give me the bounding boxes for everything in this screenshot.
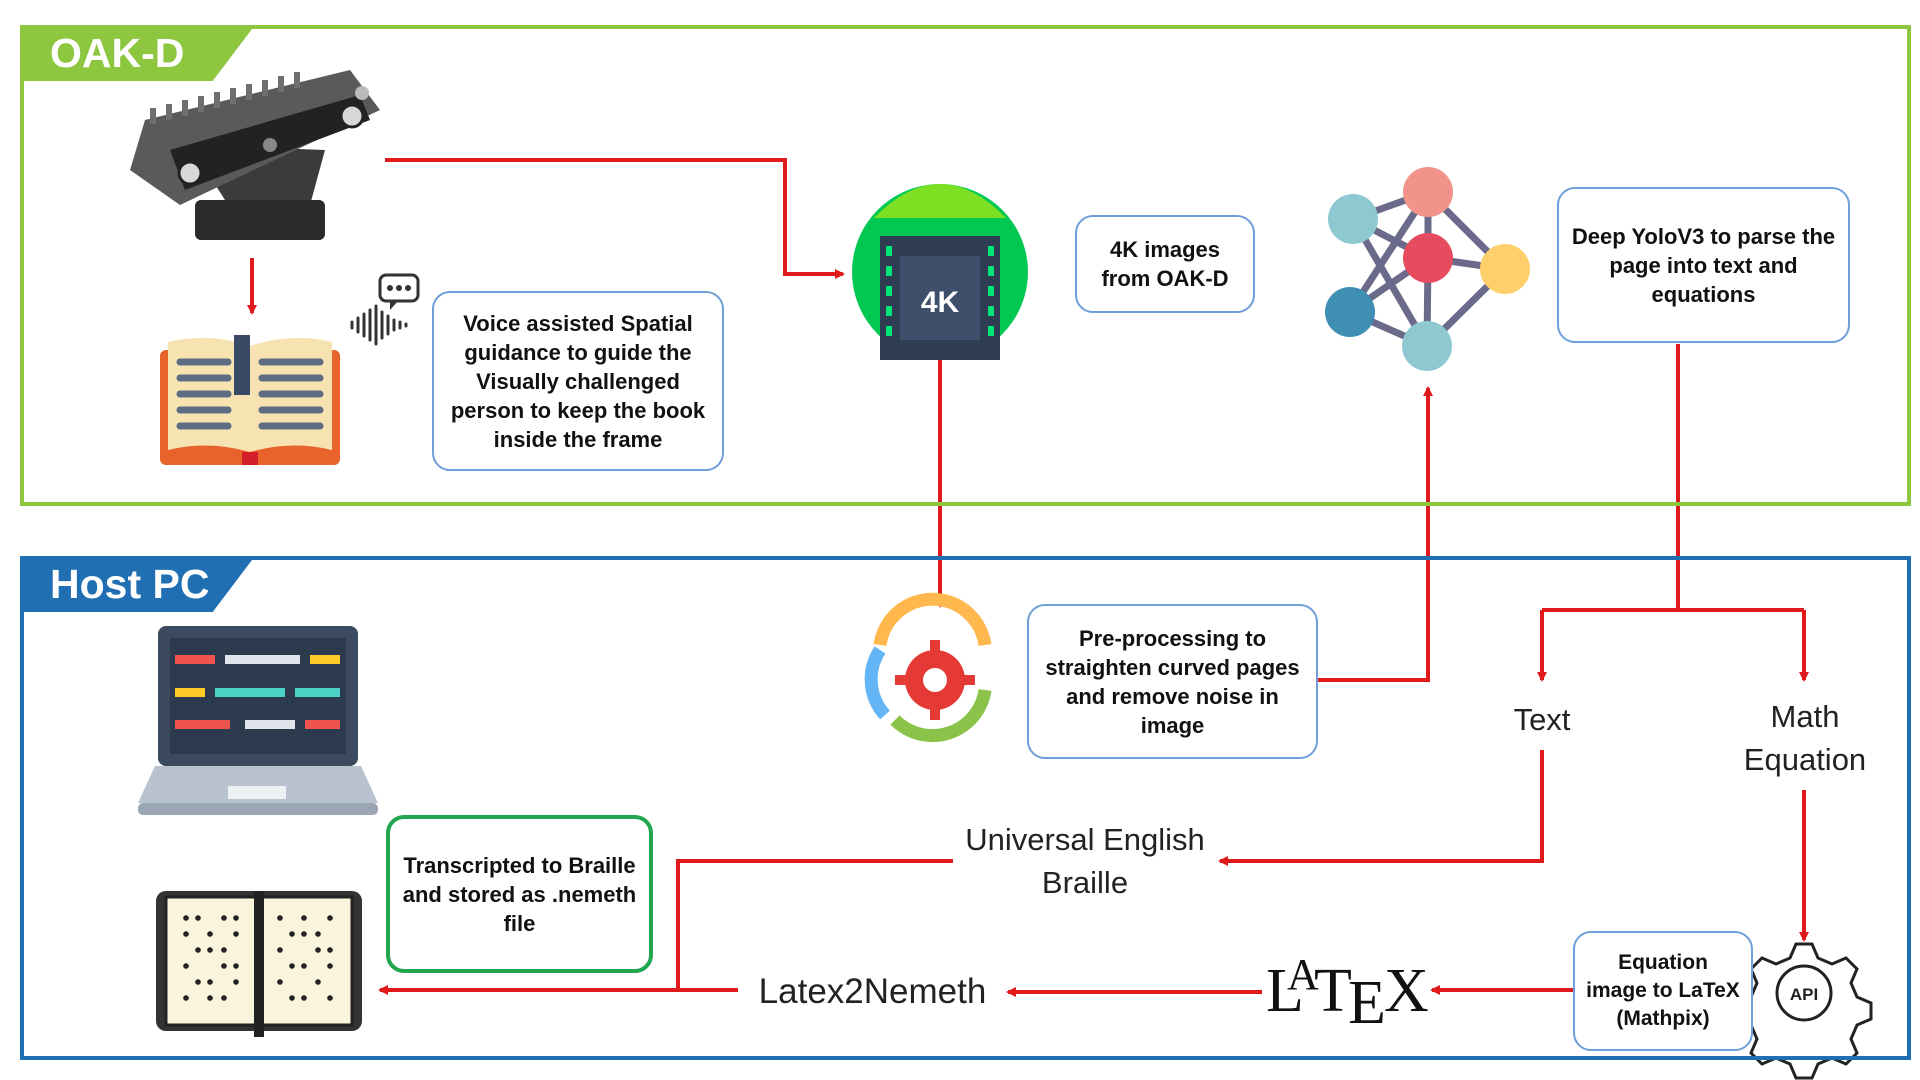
open-book-icon [160,335,340,465]
preprocessing-box: Pre-processing to straighten curved page… [1027,604,1318,759]
arrow-text-to-ueb [1218,750,1544,866]
arrow-yolo-split [1542,344,1804,612]
oak-d-section [20,25,1911,506]
4k-images-box: 4K images from OAK-D [1075,215,1255,313]
4k-video-icon: 4K [852,184,1028,360]
host-pc-section-title: Host PC [20,556,255,612]
voice-sound-icon [350,273,420,346]
oak-d-section-title: OAK-D [20,25,255,81]
preprocessing-text: Pre-processing to straighten curved page… [1045,625,1300,738]
4k-badge-label: 4K [921,286,960,319]
universal-english-braille-label: Universal English Braille [965,822,1205,900]
yolo-parse-text: Deep YoloV3 to parse the page into text … [1571,223,1836,307]
processing-gear-icon [864,592,992,743]
braille-book-icon [156,891,362,1037]
math-equation-label: Math Equation [1743,699,1867,777]
neural-network-icon [1325,167,1530,371]
api-gear-icon: API [1735,942,1873,1080]
flow-arrows [247,158,1809,997]
voice-guidance-box: Voice assisted Spatial guidance to guide… [432,291,724,471]
arrow-ueb-connector [676,859,953,990]
mathpix-text: Equation image to LaTeX (Mathpix) [1586,951,1740,1030]
yolo-parse-box: Deep YoloV3 to parse the page into text … [1557,187,1850,343]
host-pc-section [20,556,1911,1060]
4k-images-text: 4K images from OAK-D [1101,237,1229,291]
voice-guidance-text: Voice assisted Spatial guidance to guide… [450,310,706,452]
api-label: API [1790,985,1818,1004]
transcribed-braille-box: Transcripted to Braille and stored as .n… [386,815,653,973]
arrow-camera-to-4k [385,158,845,279]
transcribed-braille-text: Transcripted to Braille and stored as .n… [402,852,637,936]
laptop-icon [138,626,378,815]
oak-d-camera-icon [130,70,380,240]
latex-logo: L A T E X [1266,950,1429,1037]
arrow-preprocess-to-network [1315,386,1433,682]
latex2nemeth-label: Latex2Nemeth [758,972,987,1011]
text-label: Text [1513,702,1571,737]
mathpix-box: Equation image to LaTeX (Mathpix) [1573,931,1753,1051]
